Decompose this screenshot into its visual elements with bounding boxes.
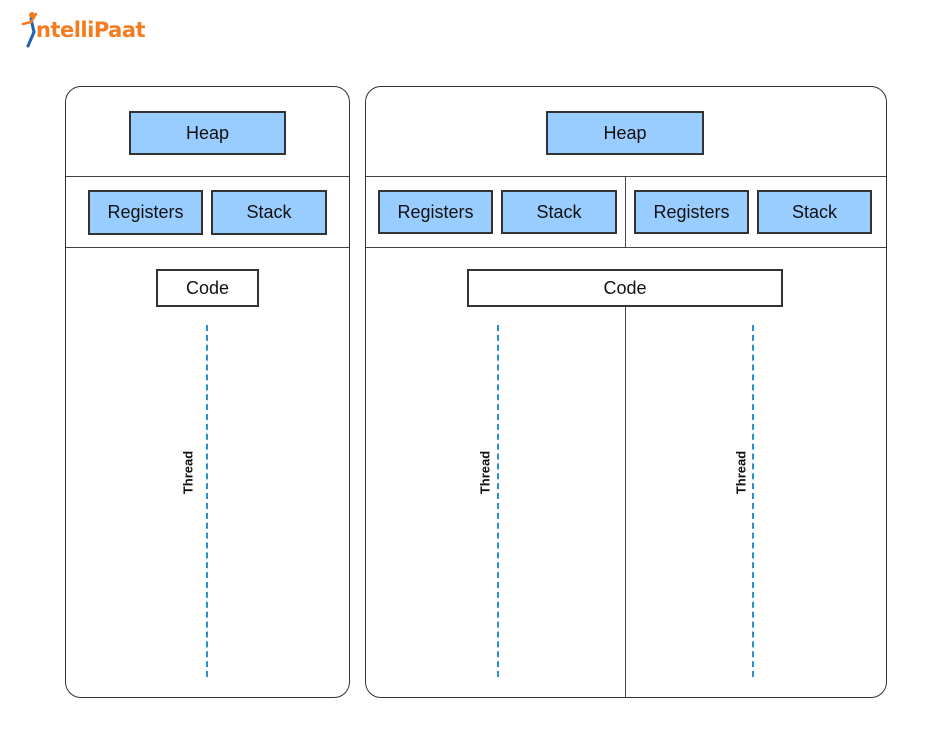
- divider-thread-columns: [625, 307, 626, 697]
- multi-thread-process-panel: Heap Registers Stack Registers Stack Cod…: [365, 86, 887, 698]
- stack-box-thread-1: Stack: [501, 190, 617, 234]
- logo-text: ntelliPaat: [36, 18, 146, 42]
- divider-registers: [66, 247, 349, 248]
- thread-line: [206, 325, 208, 677]
- code-box: Code: [467, 269, 783, 307]
- heap-box: Heap: [129, 111, 286, 155]
- thread-line-1: [497, 325, 499, 677]
- registers-box-thread-1: Registers: [378, 190, 493, 234]
- stack-box: Stack: [211, 190, 327, 235]
- divider-registers-columns: [625, 176, 626, 247]
- heap-box: Heap: [546, 111, 704, 155]
- thread-label: Thread: [180, 450, 196, 495]
- stack-box-thread-2: Stack: [757, 190, 872, 234]
- thread-label-1: Thread: [477, 450, 493, 495]
- intellipaat-logo: ntelliPaat: [20, 10, 146, 50]
- thread-line-2: [752, 325, 754, 677]
- registers-box: Registers: [88, 190, 203, 235]
- logo-figure-icon: [21, 12, 38, 48]
- single-thread-process-panel: Heap Registers Stack Code Thread: [65, 86, 350, 698]
- divider-registers: [366, 247, 886, 248]
- divider-heap: [66, 176, 349, 177]
- code-box: Code: [156, 269, 259, 307]
- registers-box-thread-2: Registers: [634, 190, 749, 234]
- thread-label-2: Thread: [733, 450, 749, 495]
- divider-heap: [366, 176, 886, 177]
